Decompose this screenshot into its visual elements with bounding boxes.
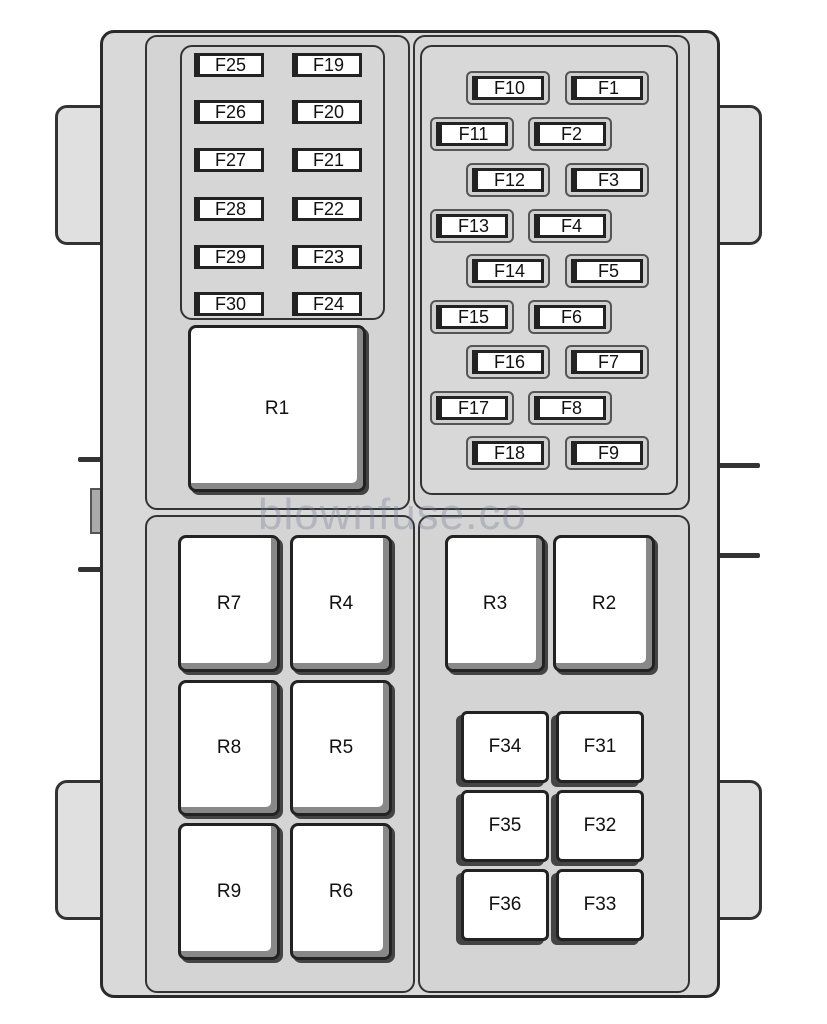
fuse-f18: F18 [472,441,544,465]
fuse-f30: F30 [194,292,264,316]
fuse-f9: F9 [571,441,643,465]
fuse-f20: F20 [292,100,362,124]
fuse-f33: F33 [556,869,644,941]
fuse-f1: F1 [571,76,643,100]
relay-r5: R5 [290,680,392,816]
relay-r1: R1 [188,325,366,492]
fuse-f16: F16 [472,350,544,374]
fuse-f2: F2 [534,122,606,146]
fuse-f34: F34 [461,711,549,783]
fuse-f7: F7 [571,350,643,374]
pin [690,553,760,558]
relay-r4: R4 [290,535,392,672]
fuse-f26: F26 [194,100,264,124]
fuse-f32: F32 [556,790,644,862]
fuse-f25: F25 [194,53,264,77]
fuse-f19: F19 [292,53,362,77]
fuse-f4: F4 [534,214,606,238]
fuse-f3: F3 [571,168,643,192]
watermark: blownfuse.co [258,490,527,539]
fuse-f23: F23 [292,245,362,269]
fuse-f13: F13 [436,214,508,238]
relay-r2: R2 [553,535,655,672]
relay-r8: R8 [178,680,280,816]
fuse-f14: F14 [472,259,544,283]
fuse-f36: F36 [461,869,549,941]
relay-r6: R6 [290,823,392,960]
fuse-f10: F10 [472,76,544,100]
fuse-f24: F24 [292,292,362,316]
fuse-f15: F15 [436,305,508,329]
fuse-f35: F35 [461,790,549,862]
left-fuse-block [180,45,385,320]
fuse-f17: F17 [436,396,508,420]
fuse-f8: F8 [534,396,606,420]
fuse-f11: F11 [436,122,508,146]
fuse-f28: F28 [194,197,264,221]
fuse-f22: F22 [292,197,362,221]
pin [690,463,760,468]
fuse-f29: F29 [194,245,264,269]
fuse-f6: F6 [534,305,606,329]
relay-r9: R9 [178,823,280,960]
relay-r7: R7 [178,535,280,672]
fuse-f5: F5 [571,259,643,283]
relay-r3: R3 [445,535,545,672]
fuse-f27: F27 [194,148,264,172]
fuse-f21: F21 [292,148,362,172]
fuse-f31: F31 [556,711,644,783]
fuse-f12: F12 [472,168,544,192]
